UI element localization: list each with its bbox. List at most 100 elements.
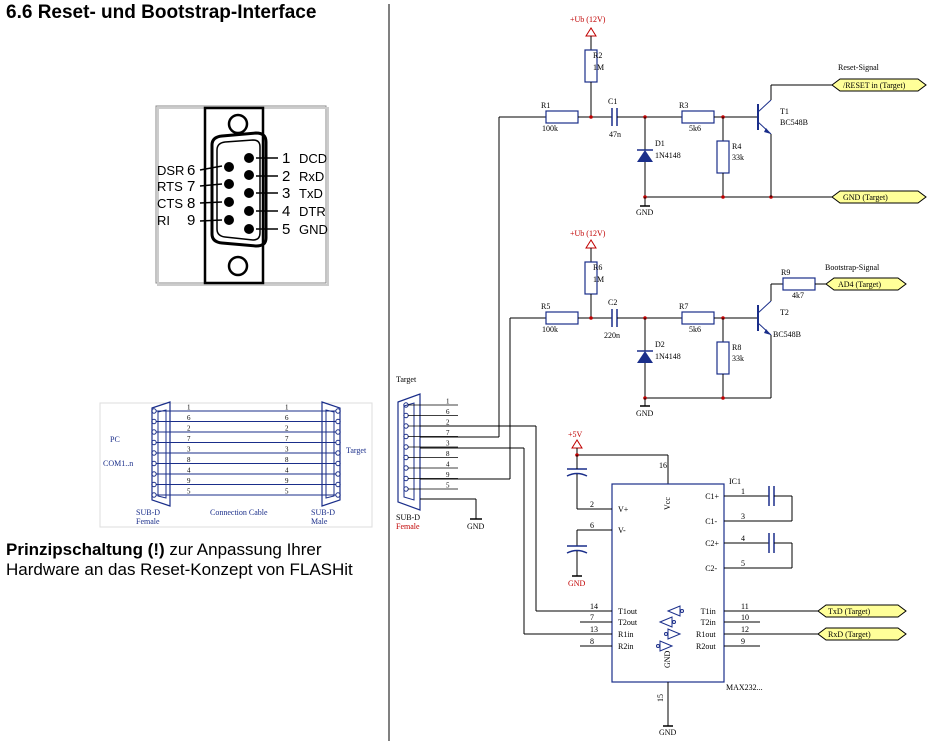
cable-pin-num-left: 6 (187, 414, 191, 422)
ic-pin-num: 12 (741, 625, 749, 634)
r9-value: 4k7 (792, 291, 804, 300)
pin-num-4: 4 (282, 203, 290, 220)
ic-pin-num: 3 (741, 512, 745, 521)
pin-label-dcd: DCD (299, 151, 327, 166)
pin-label-rxd: RxD (299, 169, 324, 184)
ic-pin-num: 2 (590, 500, 594, 509)
pin-num-6: 6 (187, 162, 195, 179)
subd-pin-num: 3 (446, 440, 450, 448)
c1-value: 47n (609, 130, 621, 139)
r3-label: R3 (679, 101, 688, 110)
cable-pc-label: PC (110, 435, 120, 444)
subd-pin-num: 1 (446, 398, 450, 406)
pin-label-rts: RTS (157, 179, 183, 194)
supply-arrow-2 (585, 239, 597, 249)
r7-value: 5k6 (689, 325, 701, 334)
mounting-hole-top (227, 113, 249, 135)
r8-value: 33k (732, 354, 744, 363)
resistor-r3 (681, 110, 715, 124)
resistor-r7 (681, 311, 715, 325)
ic-pin-num: 7 (590, 613, 594, 622)
ad4-port (825, 277, 907, 291)
pin-num-7: 7 (187, 178, 195, 195)
supply-label-2: +Ub (12V) (570, 229, 606, 238)
ic-gnd-pin: 15 (656, 694, 665, 702)
pin-label-dtr: DTR (299, 204, 326, 219)
pin-num-5: 5 (282, 221, 290, 238)
ic-pin-name: C2- (705, 564, 717, 573)
ic-pin-num: 9 (741, 637, 745, 646)
cable-pin-num-left: 8 (187, 456, 191, 464)
r7-label: R7 (679, 302, 688, 311)
r1-value: 100k (542, 124, 558, 133)
ic1-label: IC1 (729, 477, 741, 486)
cable-pin-num-right: 3 (285, 446, 289, 454)
ic-pin-name: R1in (618, 630, 634, 639)
ic-pin-num: 4 (741, 534, 745, 543)
diode-d2 (637, 351, 653, 363)
db9-connector-figure: DSR 6 RTS 7 CTS 8 RI 9 1 DCD 2 RxD 3 TxD… (155, 105, 329, 286)
subd-pin-num: 7 (446, 429, 450, 437)
r2-value: 1M (593, 63, 604, 72)
d1-value: 1N4148 (655, 151, 681, 160)
cable-pin-num-left: 4 (187, 467, 191, 475)
ic-pin-num: 5 (741, 559, 745, 568)
resistor-r1 (545, 110, 579, 124)
reset-port-label: /RESET in (Target) (843, 81, 906, 90)
ic-pin-num: 11 (741, 602, 749, 611)
cable-pin-num-right: 2 (285, 425, 289, 433)
gnd-label-3: GND (467, 522, 485, 531)
ic-pin-name: T1in (701, 607, 716, 616)
bootstrap-signal-label: Bootstrap-Signal (825, 263, 880, 272)
cable-pin-num-left: 5 (187, 488, 191, 496)
cable-target-label: Target (346, 446, 367, 455)
cable-pin-num-left: 1 (187, 404, 191, 412)
c2-label: C2 (608, 298, 617, 307)
r2-label: R2 (593, 51, 602, 60)
cable-pin-num-right: 7 (285, 435, 289, 443)
cable-connection-label: Connection Cable (210, 508, 268, 517)
ic-pin-name: C1+ (705, 492, 719, 501)
ic-pin-num: 8 (590, 637, 594, 646)
caption-bold: Prinzipschaltung (!) (6, 540, 165, 559)
ic-gnd-label: GND (663, 650, 672, 668)
connector-pins (224, 153, 254, 234)
ic-pin-num: 13 (590, 625, 598, 634)
r6-label: R6 (593, 263, 602, 272)
reset-signal-label: Reset-Signal (838, 63, 880, 72)
ic-pin-num: 14 (590, 602, 598, 611)
cable-pin-num-left: 3 (187, 446, 191, 454)
resistor-r9 (782, 277, 816, 291)
pin-label-txd: TxD (299, 186, 323, 201)
gnd-label-5: GND (659, 728, 677, 737)
subd-label: SUB-D (396, 513, 420, 522)
r8-label: R8 (732, 343, 741, 352)
mounting-hole-bottom (227, 255, 249, 277)
supply-label-1: +Ub (12V) (570, 15, 606, 24)
cable-pin-num-right: 9 (285, 477, 289, 485)
c1-label: C1 (608, 97, 617, 106)
cable-pin-num-right: 8 (285, 456, 289, 464)
r4-value: 33k (732, 153, 744, 162)
supply-arrow-3 (571, 439, 583, 449)
r1-label: R1 (541, 101, 550, 110)
ic-pin-name: R2out (696, 642, 716, 651)
ic-vcc-pin: 16 (659, 461, 667, 470)
cable-pin-num-right: 1 (285, 404, 289, 412)
subd-pin-num: 4 (446, 461, 450, 469)
gnd-label-2: GND (636, 409, 654, 418)
pin-num-1: 1 (282, 150, 290, 167)
pin-label-cts: CTS (157, 196, 183, 211)
subd-pin-num: 6 (446, 408, 450, 416)
caption-text: zur Anpassung Ihrer Hardware an das Rese… (6, 540, 353, 579)
ic-pin-name: V+ (618, 505, 629, 514)
connector-shell (210, 131, 268, 248)
rxd-port (817, 627, 907, 641)
supply-arrow-1 (585, 27, 597, 37)
ic-pin-name: T1out (618, 607, 638, 616)
subd-female-label: Female (396, 522, 420, 531)
cable-pin-num-left: 7 (187, 435, 191, 443)
d2-value: 1N4148 (655, 352, 681, 361)
